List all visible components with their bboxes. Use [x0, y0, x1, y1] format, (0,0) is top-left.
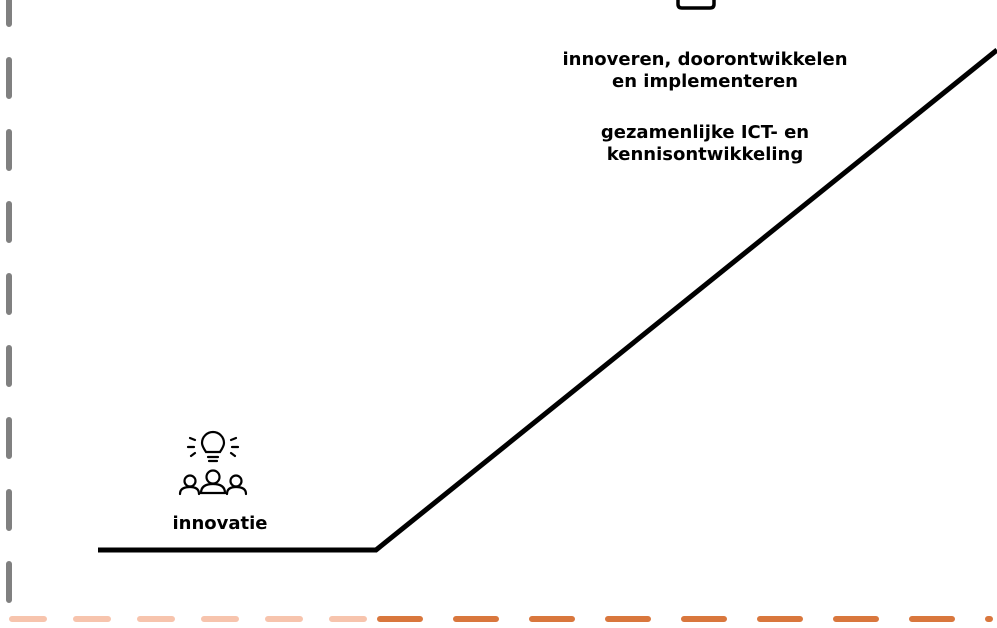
collaboration-label: gezamenlijke ICT- en kennisontwikkeling [505, 122, 905, 166]
innovation-label: innovatie [172, 513, 268, 534]
growth-line [98, 48, 997, 553]
activity-label-line-2: en implementeren [612, 71, 798, 92]
document-icon [676, 0, 716, 10]
activity-label-line-1: innoveren, doorontwikkelen [562, 49, 848, 70]
collaboration-label-line-2: kennisontwikkeling [606, 144, 804, 165]
collaboration-label-line-1: gezamenlijke ICT- en [600, 122, 810, 143]
lightbulb-people-icon [178, 430, 248, 496]
activity-label: innoveren, doorontwikkelen en implemente… [505, 49, 905, 93]
